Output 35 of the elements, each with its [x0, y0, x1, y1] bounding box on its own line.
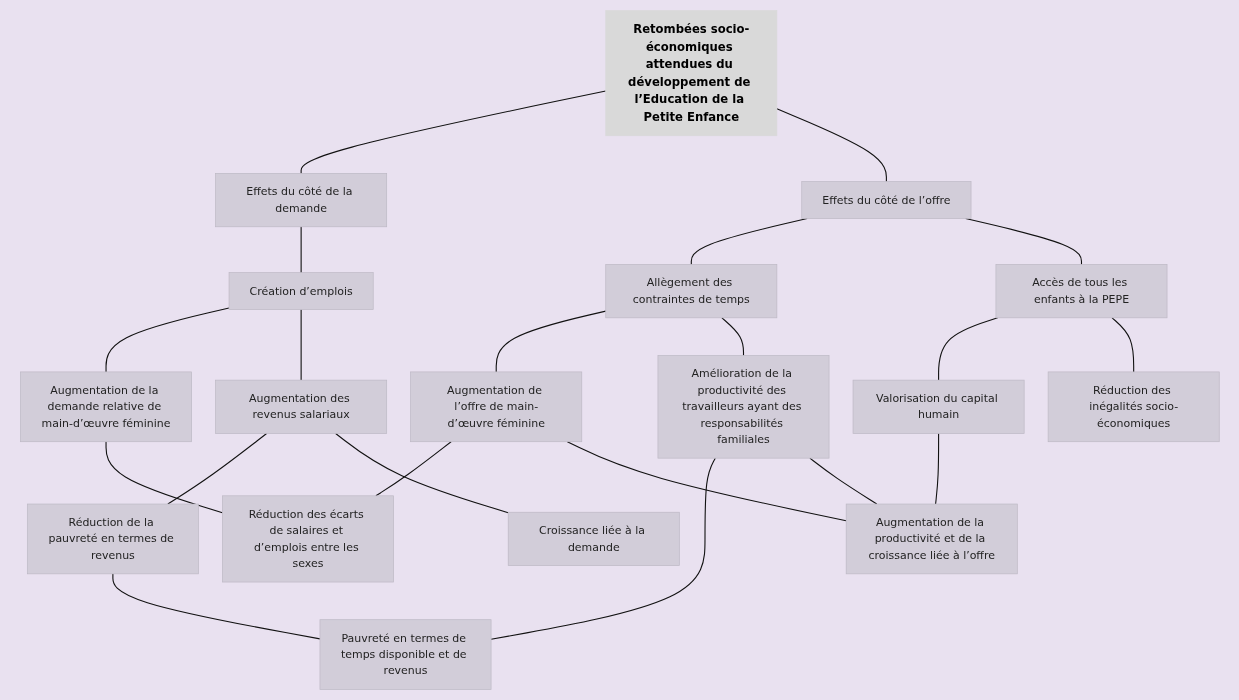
connector: [112, 573, 321, 640]
connector: [775, 108, 887, 183]
node-box: Accès de tous les enfants à la PEPE: [995, 264, 1168, 319]
node-box: Effets du côté de l’offre: [801, 181, 972, 219]
connector: [495, 310, 606, 373]
connector: [1111, 317, 1134, 373]
connector: [300, 226, 302, 274]
node-box: Augmentation de la productivité et de la croissance liée à l’offre: [845, 503, 1018, 575]
node-box: Augmentation de la demande relative de main-d’œuvre féminine: [19, 371, 192, 443]
connector: [566, 441, 847, 522]
connector: [937, 317, 998, 381]
node-box: Valorisation du capital humain: [852, 379, 1025, 434]
node-box: Augmentation de l’offre de main-d’œuvre féminine: [409, 371, 582, 443]
connector: [934, 432, 939, 505]
node-box: Augmentation des revenus salariaux: [214, 379, 387, 434]
node-box: Pauvreté en termes de temps disponible et de revenus: [319, 619, 492, 690]
node-box: Création d’emplois: [228, 272, 374, 310]
connector: [374, 441, 452, 497]
connector: [300, 90, 606, 174]
node-box: Effets du côté de la demande: [214, 173, 387, 228]
connector: [105, 307, 230, 373]
connector: [490, 457, 716, 640]
node-box: Réduction des inégalités socio-économiques: [1047, 371, 1220, 443]
connector: [300, 309, 302, 381]
connector: [808, 457, 877, 505]
connector: [721, 317, 744, 357]
node-box: Amélioration de la productivité des travailleurs ayant des responsabilités familiales: [657, 355, 830, 459]
connector: [334, 432, 509, 514]
connector: [166, 432, 267, 505]
node-box: Réduction des écarts de salaires et d’emplois entre les sexes: [221, 495, 394, 583]
node-box: Réduction de la pauvreté en termes de revenus: [26, 503, 199, 575]
node-box: Croissance liée à la demande: [507, 511, 680, 566]
node-box: Allègement des contraintes de temps: [605, 264, 777, 319]
node-box: Retombées socio-économiques attendues du développement de l’Education de la Petite Enfance: [605, 10, 777, 137]
connector: [105, 441, 223, 514]
